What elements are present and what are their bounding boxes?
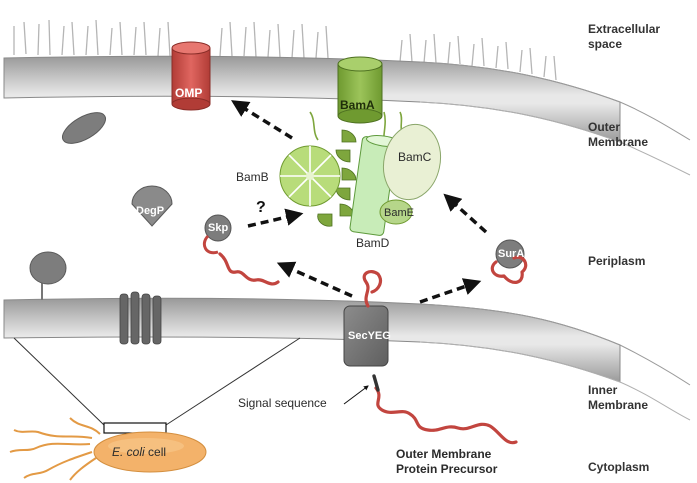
label-bamd: BamD	[356, 236, 390, 250]
inner-membrane-protein	[119, 291, 162, 345]
label-secyeg: SecYEG	[348, 330, 391, 342]
bama-potra-domains	[317, 129, 357, 227]
skp-chaperone	[202, 214, 232, 255]
chain-translocating	[362, 269, 383, 308]
label-omp: OMP	[175, 86, 203, 100]
unfolded-chains	[218, 252, 528, 445]
label-bama: BamA	[340, 98, 375, 112]
label-skp: Skp	[208, 222, 229, 234]
bame-domain	[379, 199, 413, 225]
arrow-sura-to-bam	[443, 193, 488, 234]
label-bamb: BamB	[236, 170, 269, 184]
sura-chaperone	[495, 239, 525, 269]
label-ecoli-cell: E. coli cell	[112, 445, 166, 460]
label-sura: SurA	[498, 248, 525, 260]
arrow-bam-to-omp	[231, 100, 293, 140]
label-question-mark: ?	[256, 199, 266, 216]
label-periplasm: Periplasm	[588, 254, 646, 268]
label-bamc: BamC	[398, 150, 432, 164]
label-signal-sequence: Signal sequence	[238, 396, 327, 410]
bamb-propeller	[279, 145, 341, 207]
signal-sequence-segment	[372, 374, 380, 392]
label-outer-membrane-line2: Membrane	[588, 135, 649, 149]
degp-protease	[131, 185, 173, 227]
flagella	[9, 417, 101, 481]
label-bame: BamE	[384, 207, 414, 219]
label-outer-membrane-line1: Outer	[588, 120, 621, 134]
arrow-sec-to-sura	[419, 278, 482, 304]
label-precursor-line1: Outer Membrane	[396, 447, 492, 461]
zoom-inset	[13, 337, 301, 434]
outer-membrane	[3, 19, 691, 176]
pathway-arrows	[231, 100, 488, 304]
label-ecoli-cell-word: cell	[148, 445, 167, 459]
signal-sequence-pointer	[343, 385, 369, 405]
label-extracellular-line1: Extracellular	[588, 22, 661, 36]
chain-cytoplasm	[374, 386, 518, 445]
label-cytoplasm: Cytoplasm	[588, 460, 650, 474]
bamc-domain	[382, 123, 442, 201]
arrow-skp-to-bam	[247, 208, 304, 228]
anchored-lipoprotein	[29, 251, 67, 300]
lps-chains	[13, 19, 557, 81]
outer-lipoprotein	[62, 112, 106, 144]
bama-barrel	[337, 56, 383, 124]
ecoli-cell-illustration	[9, 417, 207, 481]
label-precursor-line2: Protein Precursor	[396, 462, 498, 476]
omp-barrel	[171, 41, 211, 111]
label-ecoli-species: E. coli	[112, 445, 145, 459]
label-extracellular-line2: space	[588, 37, 623, 51]
label-inner-membrane-line2: Membrane	[588, 398, 649, 412]
chain-skp	[218, 252, 280, 286]
label-degp: DegP	[136, 205, 165, 217]
arrow-sec-to-skp	[276, 261, 353, 298]
secyeg-translocon	[343, 305, 389, 367]
label-inner-membrane-line1: Inner	[588, 383, 618, 397]
chain-sura	[490, 255, 528, 284]
